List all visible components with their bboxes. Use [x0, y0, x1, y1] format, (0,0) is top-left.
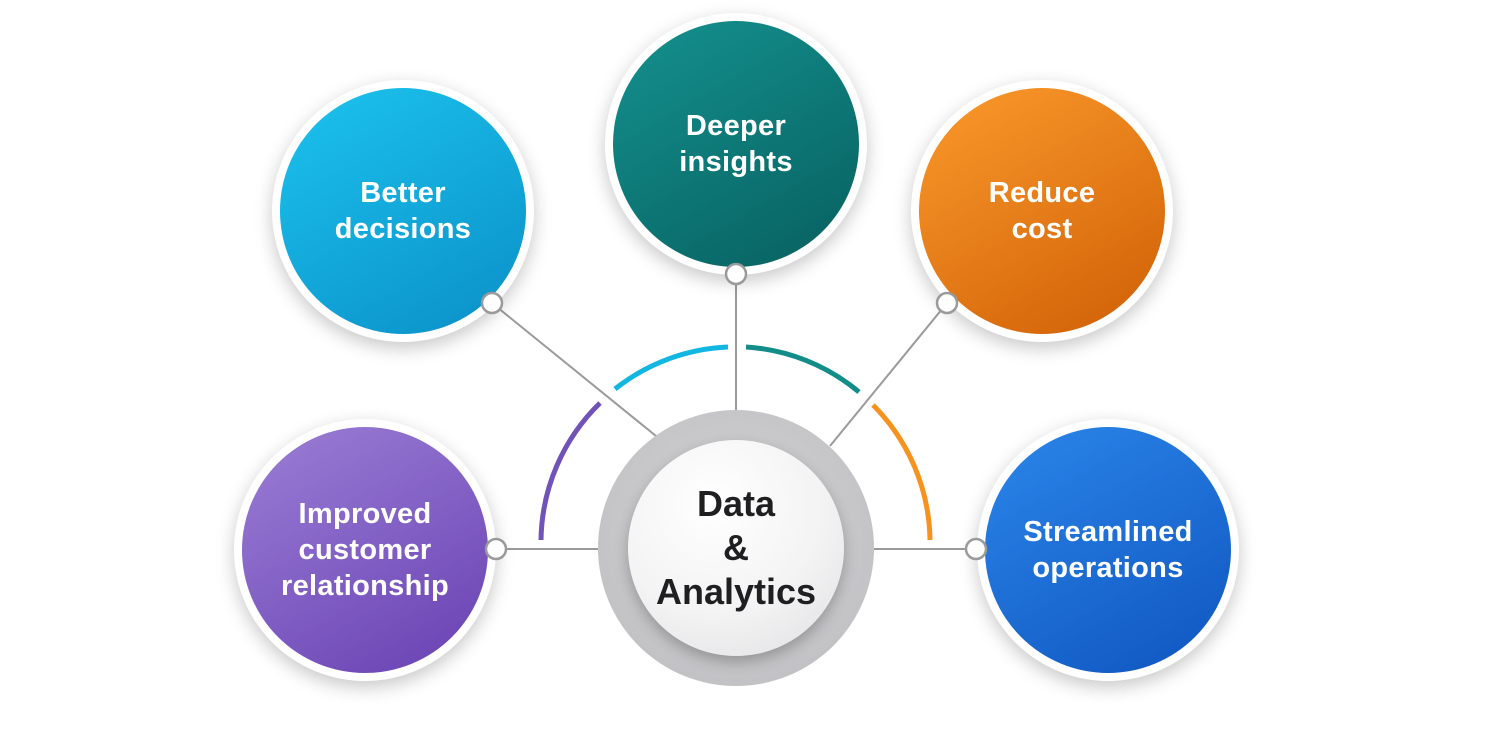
center-hub: Data & Analytics — [628, 440, 844, 656]
node-better-decisions: Better decisions — [272, 80, 534, 342]
node-reduce-cost-disc: Reduce cost — [919, 88, 1165, 334]
node-better-decisions-disc: Better decisions — [280, 88, 526, 334]
node-streamlined-operations-disc: Streamlined operations — [985, 427, 1231, 673]
connector-better-decisions — [491, 302, 657, 437]
node-label: Deeper insights — [679, 108, 793, 180]
node-label: Streamlined operations — [1023, 514, 1192, 586]
node-deeper-insights: Deeper insights — [605, 13, 867, 275]
node-label-line: customer — [298, 534, 432, 566]
node-label-line: insights — [679, 146, 793, 178]
center-hub-line: Data — [696, 483, 775, 524]
node-label: Improved customer relationship — [281, 496, 449, 604]
arc-orange — [871, 403, 933, 541]
arc-teal — [745, 344, 861, 394]
node-improved-customer-relationship-disc: Improved customer relationship — [242, 427, 488, 673]
node-label: Reduce cost — [989, 175, 1096, 247]
node-label-line: Deeper — [685, 110, 787, 142]
node-label-line: relationship — [281, 570, 449, 602]
center-hub-line: & — [722, 527, 749, 568]
node-reduce-cost: Reduce cost — [911, 80, 1173, 342]
arc-cyan — [613, 344, 729, 391]
node-improved-customer-relationship: Improved customer relationship — [234, 419, 496, 681]
center-hub-label: Data & Analytics — [656, 482, 816, 614]
connector-reduce-cost — [829, 302, 948, 447]
node-label-line: Reduce — [988, 177, 1096, 209]
arc-purple — [538, 401, 602, 541]
center-hub-line: Analytics — [655, 571, 817, 612]
node-label-line: cost — [1011, 213, 1073, 245]
node-label-line: Streamlined — [1023, 516, 1193, 548]
node-streamlined-operations: Streamlined operations — [977, 419, 1239, 681]
node-deeper-insights-disc: Deeper insights — [613, 21, 859, 267]
node-label: Better decisions — [335, 175, 471, 247]
node-label-line: Improved — [298, 498, 432, 530]
node-label-line: Better — [360, 177, 446, 209]
node-label-line: decisions — [334, 213, 472, 245]
node-label-line: operations — [1032, 552, 1184, 584]
